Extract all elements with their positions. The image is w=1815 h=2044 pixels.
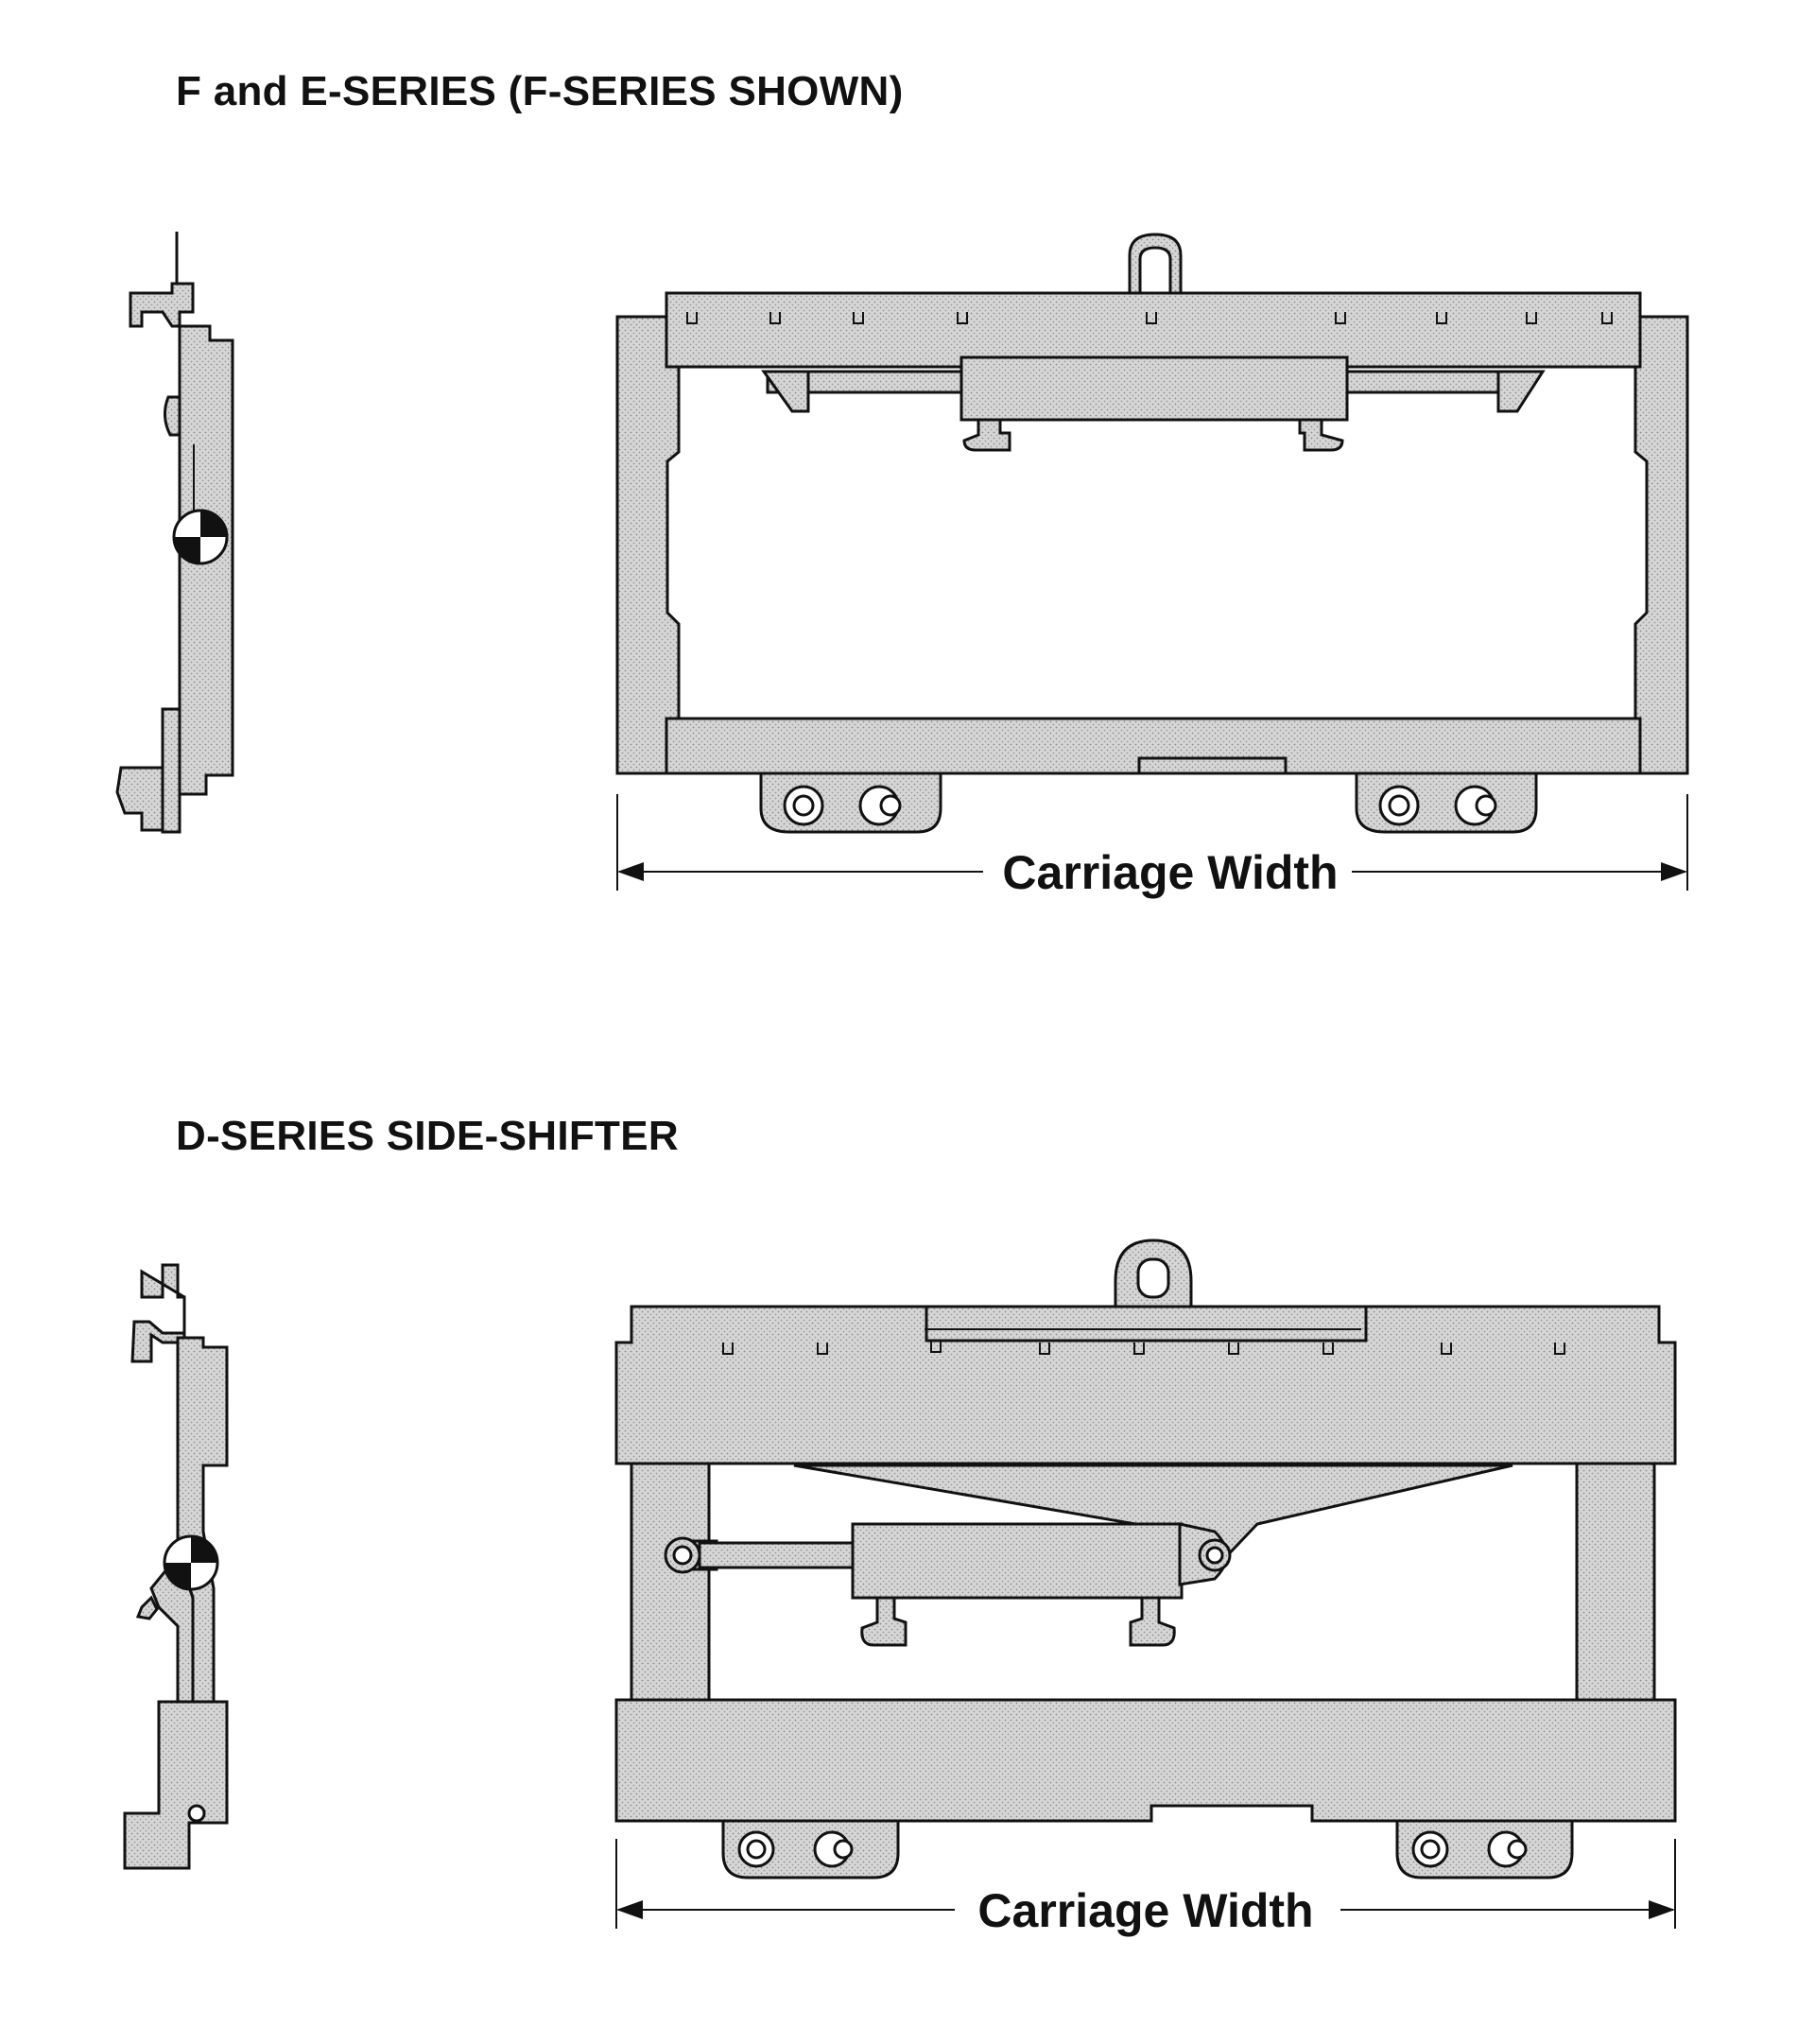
fork-hook-icon [721, 1819, 900, 1879]
fork-hook-icon [759, 771, 942, 834]
section-title-f-e-series: F and E-SERIES (F-SERIES SHOWN) [176, 68, 904, 114]
dimension-label: Carriage Width [1002, 846, 1338, 899]
dimension-carriage-width-f-series: Carriage Width [616, 794, 1688, 899]
front-view-f-series [615, 233, 1689, 834]
fork-hook-icon [1355, 771, 1538, 834]
dimension-label: Carriage Width [977, 1884, 1313, 1937]
dimension-carriage-width-d-series: Carriage Width [615, 1839, 1676, 1937]
fork-hook-icon [1395, 1819, 1574, 1879]
section-title-d-series: D-SERIES SIDE-SHIFTER [176, 1113, 679, 1159]
side-profile-d-series [123, 1263, 229, 1870]
center-of-gravity-icon [172, 509, 229, 565]
lifting-eye-icon [1128, 233, 1183, 297]
side-profile-f-series [115, 232, 234, 834]
front-view-d-series [614, 1239, 1677, 1879]
center-of-gravity-icon [163, 1534, 219, 1591]
